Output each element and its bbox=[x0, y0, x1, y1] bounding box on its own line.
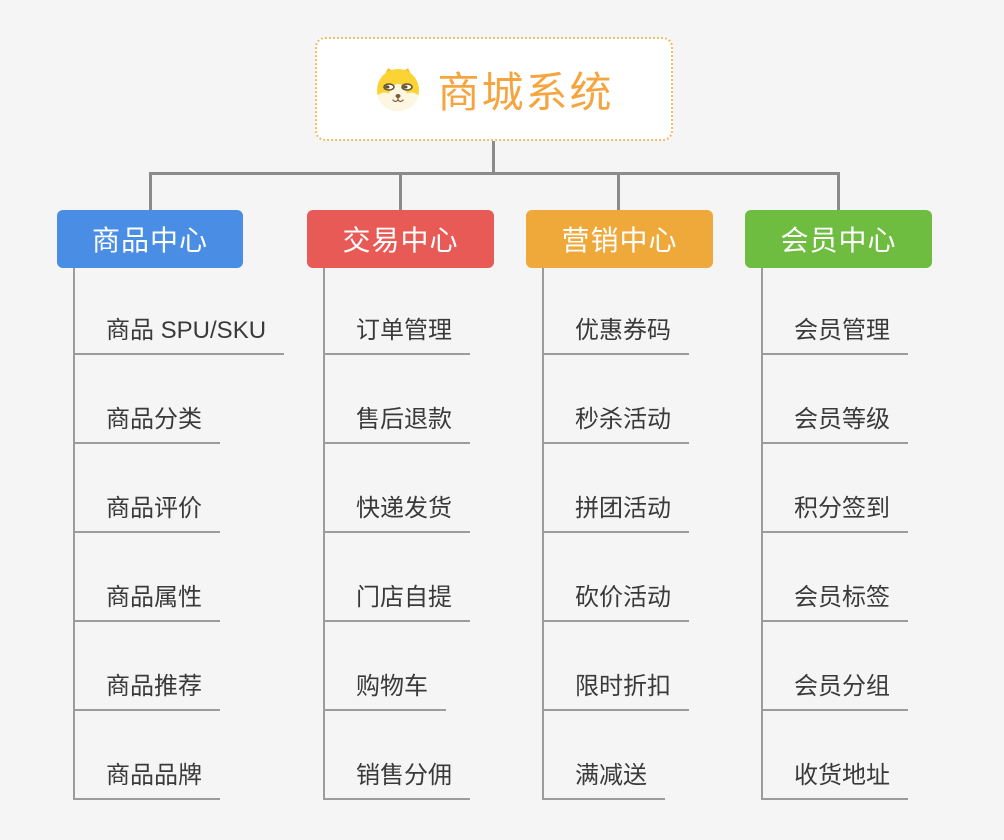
child-topic-label: 限时折扣 bbox=[542, 673, 689, 711]
child-topic[interactable]: 订单管理 bbox=[323, 268, 470, 355]
child-topic-label: 销售分佣 bbox=[323, 762, 470, 800]
connector-drop-product bbox=[149, 172, 152, 210]
child-topic[interactable]: 积分签到 bbox=[761, 444, 908, 533]
branch-children-trade: 订单管理售后退款快递发货门店自提购物车销售分佣 bbox=[323, 268, 470, 800]
child-topic-label: 满减送 bbox=[542, 762, 665, 800]
child-topic[interactable]: 销售分佣 bbox=[323, 711, 470, 800]
connector-root-vertical bbox=[492, 141, 495, 175]
branch-label: 商品中心 bbox=[91, 225, 208, 256]
child-topic[interactable]: 收货地址 bbox=[761, 711, 908, 800]
branch-children-member: 会员管理会员等级积分签到会员标签会员分组收货地址 bbox=[761, 268, 908, 800]
child-topic[interactable]: 门店自提 bbox=[323, 533, 470, 622]
child-topic-label: 商品 SPU/SKU bbox=[73, 317, 285, 355]
child-topic-label: 商品属性 bbox=[73, 584, 220, 622]
child-topic[interactable]: 快递发货 bbox=[323, 444, 470, 533]
child-topic[interactable]: 会员管理 bbox=[761, 268, 908, 355]
child-topic[interactable]: 购物车 bbox=[323, 622, 470, 711]
branch-children-marketing: 优惠券码秒杀活动拼团活动砍价活动限时折扣满减送 bbox=[542, 268, 689, 800]
branch-label: 交易中心 bbox=[342, 225, 459, 256]
child-topic[interactable]: 砍价活动 bbox=[542, 533, 689, 622]
child-topic-label: 优惠券码 bbox=[542, 317, 689, 355]
child-topic[interactable]: 商品评价 bbox=[73, 444, 284, 533]
branch-label: 会员中心 bbox=[780, 225, 897, 256]
child-topic[interactable]: 会员等级 bbox=[761, 355, 908, 444]
child-topic-label: 订单管理 bbox=[323, 317, 470, 355]
child-topic-label: 积分签到 bbox=[761, 495, 908, 533]
child-topic[interactable]: 商品品牌 bbox=[73, 711, 284, 800]
child-topic-label: 收货地址 bbox=[761, 762, 908, 800]
connector-drop-trade bbox=[399, 172, 402, 210]
child-topic[interactable]: 会员分组 bbox=[761, 622, 908, 711]
child-topic[interactable]: 商品 SPU/SKU bbox=[73, 268, 285, 355]
child-topic-label: 商品推荐 bbox=[73, 673, 220, 711]
child-topic-label: 砍价活动 bbox=[542, 584, 689, 622]
branch-node-member[interactable]: 会员中心 bbox=[745, 210, 932, 268]
branch-label: 营销中心 bbox=[561, 225, 678, 256]
child-topic[interactable]: 商品推荐 bbox=[73, 622, 284, 711]
branch-node-trade[interactable]: 交易中心 bbox=[307, 210, 494, 268]
child-topic[interactable]: 售后退款 bbox=[323, 355, 470, 444]
child-topic-label: 会员管理 bbox=[761, 317, 908, 355]
child-topic-label: 会员分组 bbox=[761, 673, 908, 711]
child-topic-label: 门店自提 bbox=[323, 584, 470, 622]
branch-children-product: 商品 SPU/SKU 商品分类商品评价商品属性商品推荐商品品牌 bbox=[73, 268, 285, 800]
root-title: 商城系统 bbox=[437, 68, 614, 116]
child-topic-label: 商品分类 bbox=[73, 406, 220, 444]
child-topic-label: 会员等级 bbox=[761, 406, 908, 444]
child-topic[interactable]: 商品分类 bbox=[73, 355, 284, 444]
child-topic[interactable]: 拼团活动 bbox=[542, 444, 689, 533]
branch-node-marketing[interactable]: 营销中心 bbox=[526, 210, 713, 268]
branch-node-product[interactable]: 商品中心 bbox=[57, 210, 243, 268]
child-topic[interactable]: 优惠券码 bbox=[542, 268, 689, 355]
child-topic-label: 购物车 bbox=[323, 673, 446, 711]
child-topic-label: 快递发货 bbox=[323, 495, 470, 533]
child-topic-label: 商品品牌 bbox=[73, 762, 220, 800]
child-topic-label: 拼团活动 bbox=[542, 495, 689, 533]
connector-drop-marketing bbox=[617, 172, 620, 210]
child-topic-label: 秒杀活动 bbox=[542, 406, 689, 444]
child-topic[interactable]: 满减送 bbox=[542, 711, 689, 800]
connector-horizontal-bar bbox=[149, 172, 840, 175]
child-topic[interactable]: 秒杀活动 bbox=[542, 355, 689, 444]
child-topic-label: 商品评价 bbox=[73, 495, 220, 533]
child-topic[interactable]: 商品属性 bbox=[73, 533, 284, 622]
child-topic[interactable]: 限时折扣 bbox=[542, 622, 689, 711]
child-topic-label: 会员标签 bbox=[761, 584, 908, 622]
child-topic-label: 售后退款 bbox=[323, 406, 470, 444]
shiba-dog-icon bbox=[377, 68, 420, 111]
connector-drop-member bbox=[837, 172, 840, 210]
root-node[interactable]: 商城系统 bbox=[315, 37, 673, 141]
child-topic[interactable]: 会员标签 bbox=[761, 533, 908, 622]
